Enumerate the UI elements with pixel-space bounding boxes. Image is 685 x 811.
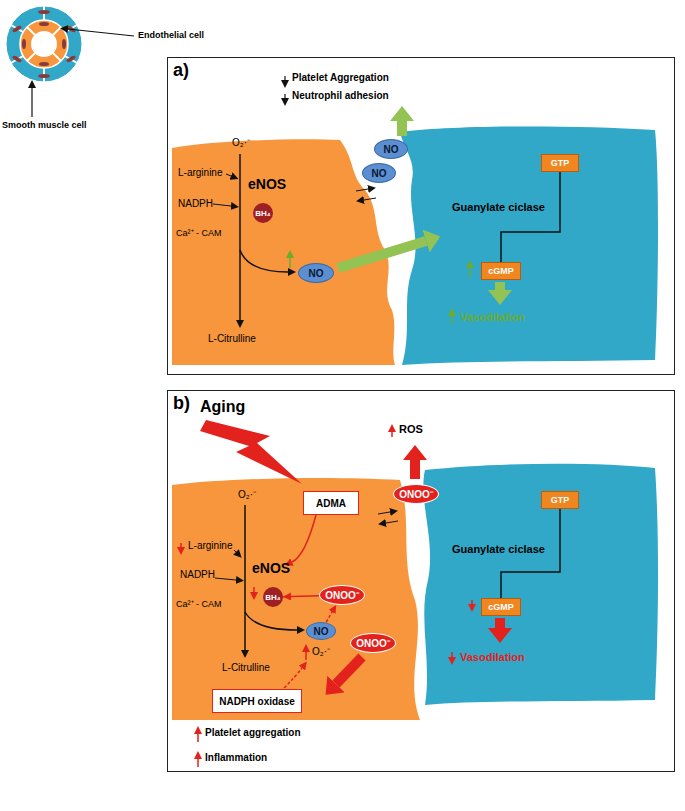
panel-letter: b) [173, 393, 190, 414]
text-label: Ca²⁺ - CAM [176, 228, 222, 238]
text-label: O₂·⁻ [238, 489, 256, 501]
text-label: L-Citrulline [208, 333, 256, 345]
connector [283, 596, 319, 597]
node-text: GTP [551, 158, 570, 168]
text-label: Vasodilation [460, 311, 525, 324]
text-label: L-arginine [178, 167, 222, 179]
node-text: ONOO⁻ [399, 487, 433, 501]
text-label: Guanylate ciclase [452, 543, 545, 556]
text-label: eNOS [248, 176, 286, 192]
text-label: Platelet aggregation [205, 727, 301, 739]
cofactor-circle: BH₄ [263, 587, 283, 607]
text-label: Vasodilation [460, 651, 525, 664]
text-label: O₂·⁻ [232, 137, 250, 149]
connector [326, 605, 336, 622]
text-label: NADPH [178, 198, 213, 210]
peroxynitrite-oval: ONOO⁻ [350, 633, 396, 653]
no-oval: NO [374, 139, 408, 159]
node-text: NADPH oxidase [219, 696, 295, 707]
node-text: cGMP [488, 266, 514, 276]
panel-frame: b) ADMA BH₄ ONOO⁻ NO NADPH oxidase ONOO⁻ ONOO⁻ G… [167, 390, 675, 772]
node-text: NO [372, 168, 387, 179]
lightning-bolt [200, 420, 302, 484]
text-label: Platelet Aggregation [292, 72, 389, 84]
panel-letter: a) [173, 60, 189, 81]
node-text: cGMP [488, 602, 514, 612]
node-text: ADMA [316, 498, 346, 509]
text-label: ROS [399, 423, 423, 436]
molecule-box: GTP [541, 491, 579, 509]
text-label: L-Citrulline [222, 662, 270, 674]
panel-frame: a) BH₄ NO NO NO GTP cGMP [167, 57, 675, 375]
node-text: GTP [551, 495, 570, 505]
molecule-box: cGMP [481, 262, 521, 280]
text-label: Endothelial cell [138, 30, 204, 40]
text-label: eNOS [252, 560, 290, 576]
node-text: NO [384, 144, 399, 155]
text-label: NADPH [180, 569, 215, 581]
no-oval: NO [362, 163, 396, 183]
text-label: O₂·⁻ [312, 646, 330, 658]
cofactor-circle: BH₄ [253, 203, 273, 223]
text-label: Neutrophil adhesion [292, 90, 389, 102]
node-text: NO [314, 626, 329, 637]
factor-box: NADPH oxidase [212, 689, 302, 713]
connector [501, 172, 560, 262]
node-text: ONOO⁻ [356, 636, 390, 650]
text-label: Inflammation [205, 752, 267, 764]
vessel-illustration [6, 6, 134, 117]
factor-box: ADMA [303, 491, 359, 515]
node-text: BH₄ [255, 209, 270, 218]
node-text: NO [309, 268, 324, 279]
text-label: Guanylate ciclase [452, 201, 545, 214]
peroxynitrite-oval: ONOO⁻ [393, 484, 439, 504]
no-oval: NO [298, 263, 334, 283]
text-label: L-arginine [188, 540, 232, 552]
no-oval: NO [306, 622, 336, 640]
text-label: Ca²⁺ - CAM [176, 599, 222, 609]
node-text: BH₄ [265, 593, 280, 602]
peroxynitrite-oval: ONOO⁻ [319, 585, 365, 605]
molecule-box: GTP [541, 154, 579, 172]
text-label: Aging [200, 398, 245, 416]
molecule-box: cGMP [481, 598, 521, 616]
text-label: Smooth muscle cell [2, 120, 87, 130]
node-text: ONOO⁻ [325, 588, 359, 602]
